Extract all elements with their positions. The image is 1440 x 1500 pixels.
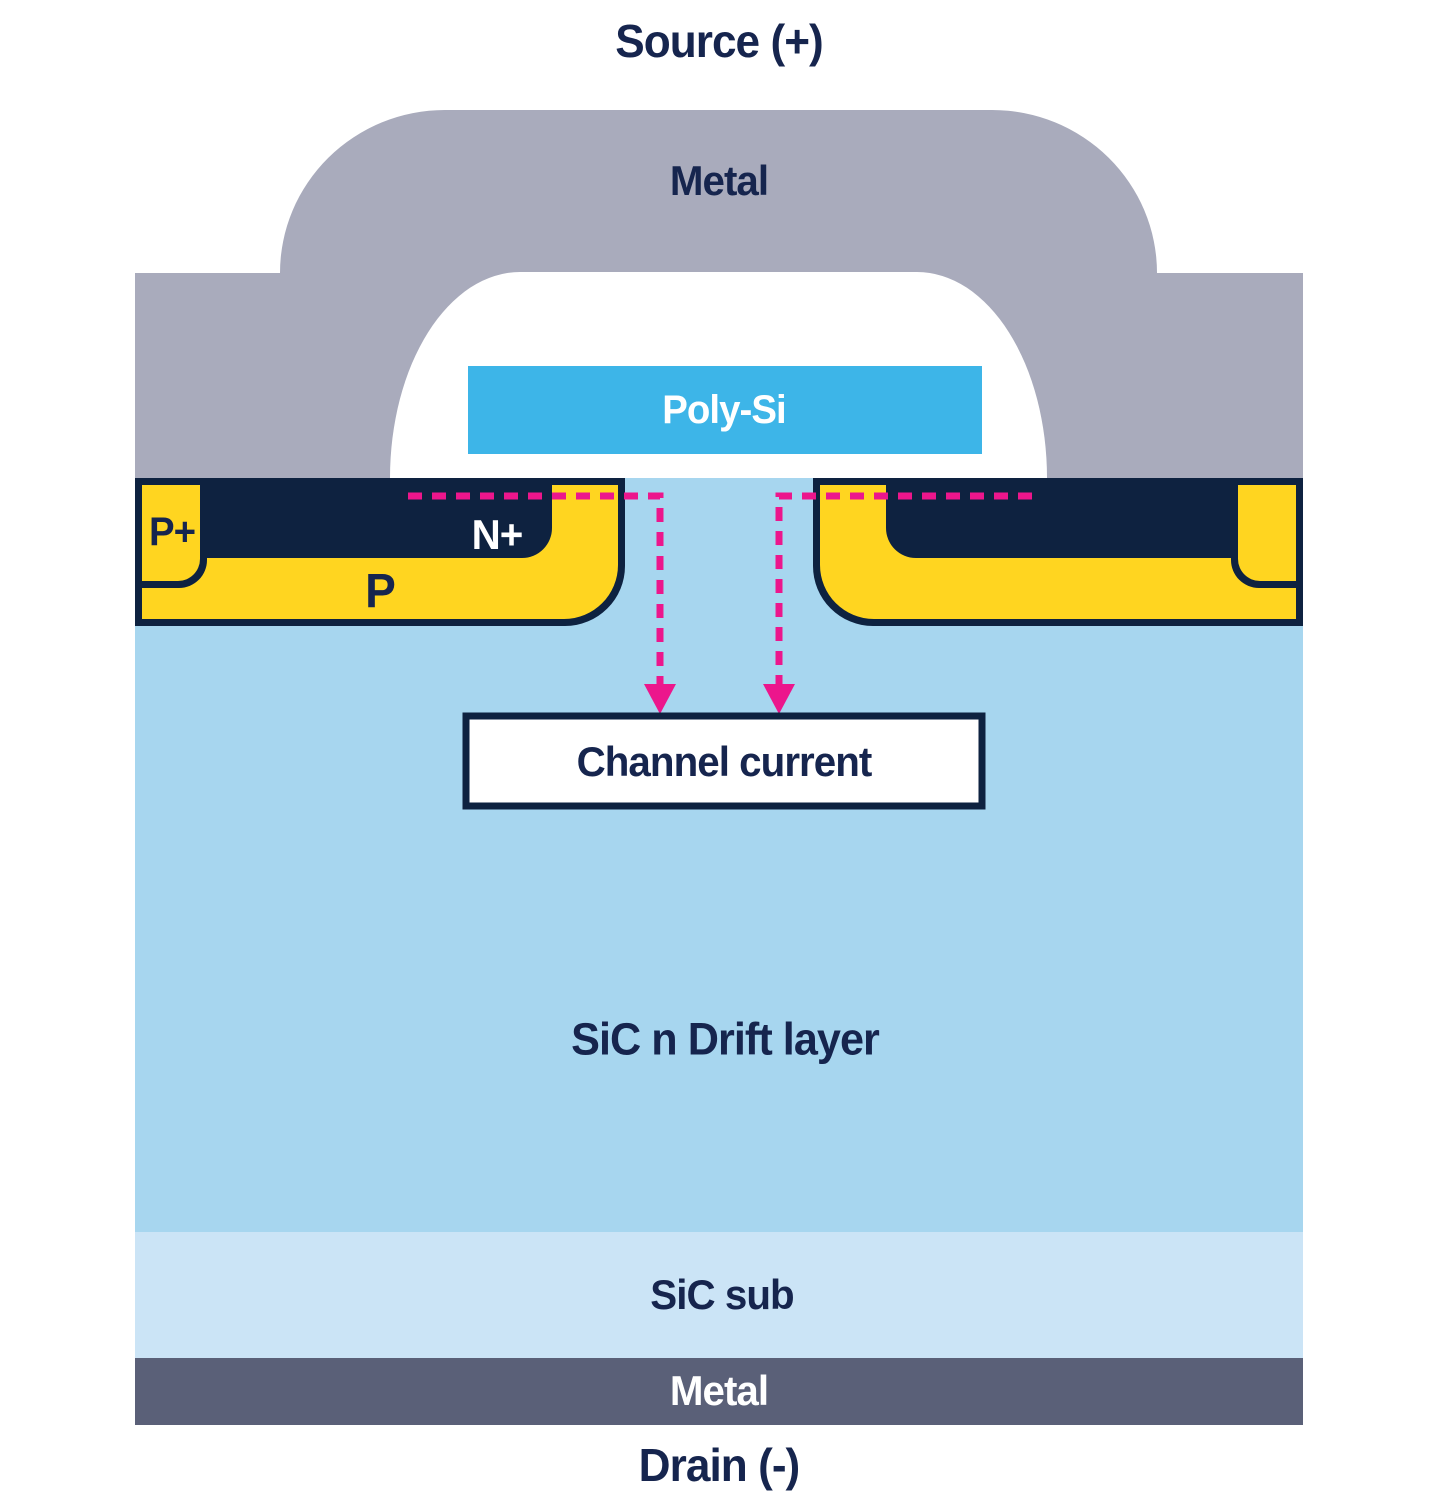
left-current-arrowhead [644, 684, 676, 714]
drift-layer-label: SiC n Drift layer [571, 1013, 880, 1065]
channel-current-box [462, 712, 986, 810]
left-pwell-structure [135, 478, 625, 626]
left-pplus-region [142, 485, 200, 581]
poly-si-label: Poly-Si [662, 388, 786, 432]
drain-metal-bar [135, 1358, 1303, 1425]
substrate-label: SiC sub [650, 1271, 794, 1318]
right-nplus-region [886, 478, 1238, 558]
right-pplus-region [1238, 485, 1296, 581]
metal-top-label: Metal [669, 157, 769, 204]
source-label: Source (+) [615, 15, 824, 67]
right-current-arrowhead [763, 684, 795, 714]
left-current-dashed-path [408, 492, 664, 686]
n-plus-label: N+ [471, 511, 524, 558]
substrate-region [135, 1232, 1303, 1358]
p-plus-label: P+ [148, 510, 196, 554]
right-pwell-structure [813, 478, 1303, 626]
p-well-label: P [365, 565, 396, 618]
right-current-dashed-path [775, 492, 1032, 686]
channel-current-label: Channel current [576, 738, 873, 785]
metal-bottom-label: Metal [669, 1367, 769, 1414]
poly-si-gate [468, 366, 982, 454]
drain-label: Drain (-) [638, 1439, 801, 1491]
